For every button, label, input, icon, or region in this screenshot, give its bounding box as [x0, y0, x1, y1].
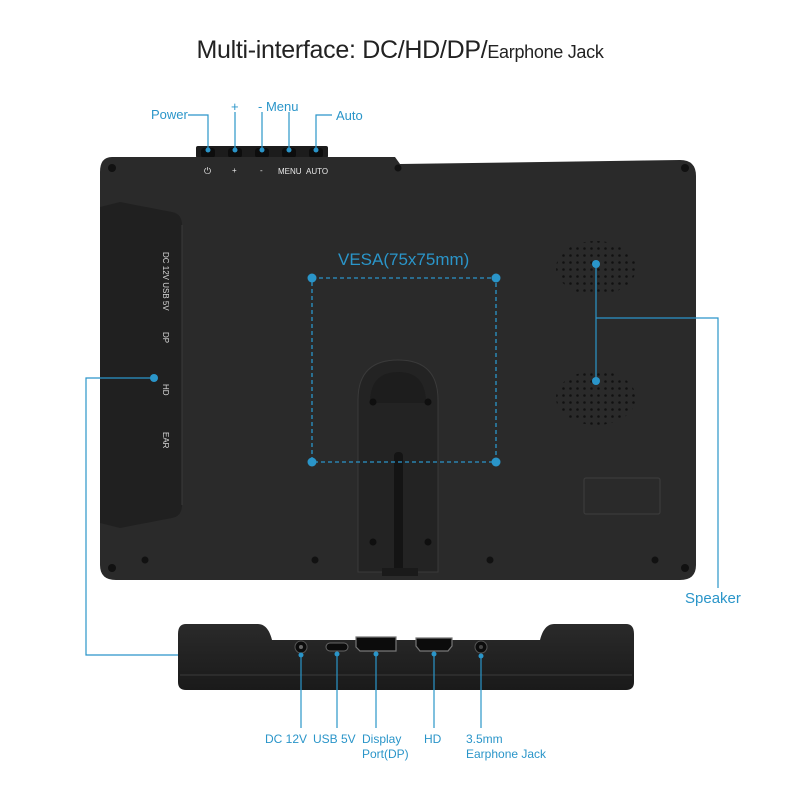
title-tail: Earphone Jack: [487, 42, 604, 62]
device-bottom-view: [178, 624, 634, 690]
usb-5v-label: USB 5V: [313, 732, 356, 746]
side-port-callout-line: [85, 377, 178, 656]
hd-label: HD: [424, 732, 442, 746]
minus-button[interactable]: [255, 148, 269, 158]
side-recess: [100, 202, 182, 528]
display-port-label-1: Display: [362, 732, 402, 746]
power-callout: Power: [151, 107, 188, 122]
side-port-hd: HD: [161, 384, 170, 396]
title-main: Multi-interface: DC/HD/DP/: [196, 36, 488, 64]
bottom-callout-lines: [300, 654, 482, 728]
vesa-square: [311, 277, 497, 463]
side-port-dp: DP: [161, 332, 170, 344]
top-buttons: [196, 146, 328, 158]
speaker-label: Speaker: [685, 590, 741, 607]
minus-label: -: [260, 166, 263, 175]
label-plate: [583, 477, 661, 515]
vesa-label: VESA(75x75mm): [338, 250, 470, 269]
usb-c-port: [325, 642, 349, 652]
menu-button[interactable]: [282, 148, 296, 158]
earphone-label-1: 3.5mm: [466, 732, 503, 746]
displayport-port: [355, 636, 397, 652]
earphone-label-2: Earphone Jack: [466, 747, 547, 761]
plus-callout: +: [231, 99, 239, 114]
power-button[interactable]: [201, 148, 215, 158]
auto-callout: Auto: [336, 108, 363, 123]
auto-button[interactable]: [309, 148, 323, 158]
display-port-label-2: Port(DP): [362, 747, 409, 761]
speaker-grille-bottom: [556, 371, 636, 425]
screw-holes: [108, 164, 689, 572]
auto-label: AUTO: [306, 167, 329, 176]
side-port-dc-usb: DC 12V USB 5V: [161, 252, 170, 311]
side-port-ear: EAR: [161, 432, 170, 449]
hdmi-port: [415, 637, 453, 652]
vesa-mount-points: [307, 273, 501, 467]
power-icon: ⏻: [204, 166, 212, 176]
menu-label: MENU: [278, 167, 302, 176]
plus-button[interactable]: [228, 148, 242, 158]
dc-12v-label: DC 12V: [265, 732, 308, 746]
plus-label: +: [232, 166, 237, 175]
speaker-callout-lines: [595, 264, 719, 588]
stand: [357, 359, 439, 576]
page-title: Multi-interface: DC/HD/DP/Earphone Jack: [0, 36, 800, 65]
minus-menu-callout: - Menu: [258, 99, 299, 114]
top-callout-lines: [188, 112, 332, 148]
